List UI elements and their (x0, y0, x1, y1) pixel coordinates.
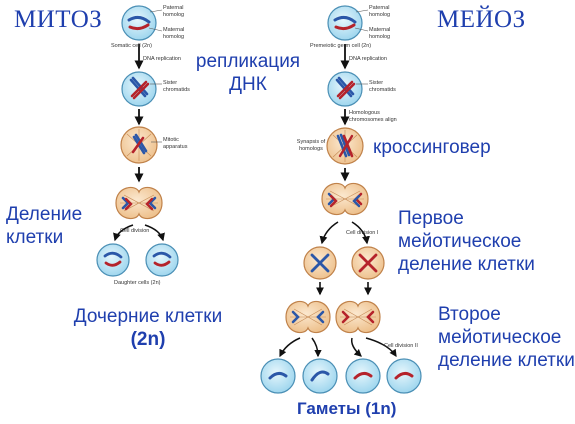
mitosis-stage-3-cell (120, 126, 162, 164)
meiosis-homologous-align-label: Homologous chromosomes align (349, 110, 397, 123)
meiosis-anaphase-1-cell (321, 182, 369, 216)
mitosis-daughter-cell-right (145, 243, 179, 277)
meiosis-anaphase-2-cell-left (285, 300, 331, 334)
mitosis-stage-2-cell (121, 71, 162, 107)
mitosis-paternal-label: Paternal homolog (163, 5, 185, 18)
mitosis-maternal-label: Maternal homolog (163, 27, 185, 40)
meiosis-stage-2-cell (327, 71, 368, 107)
meiosis-anaphase-2-cell-right (335, 300, 381, 334)
meiosis-division-1-cell-left (303, 246, 337, 280)
meiosis-synapsis-cell (326, 127, 364, 165)
second-division-line-1: Второе (438, 304, 501, 325)
meiosis-stage-1-cell (327, 5, 369, 41)
daughter-cells-line-2: (2n) (130, 329, 166, 350)
mitosis-sister-chromatids-label: Sister chromatids (163, 80, 190, 93)
daughter-cells-line-1: Дочерние клетки (73, 306, 223, 327)
mitosis-stage-4-cell (115, 186, 163, 220)
meiosis-premeiotic-label: Premeiotic germ cell (2n) (310, 43, 372, 49)
meiosis-cell-division-2-label: Cell division II (384, 343, 418, 349)
cell-division-line-1: Деление (6, 204, 83, 225)
gamete-cell-3 (345, 358, 381, 394)
mitosis-heading: МИТОЗ (14, 6, 103, 33)
gamete-cell-2 (302, 358, 338, 394)
mitosis-stage-1-cell (121, 5, 163, 41)
mitosis-cell-division-label: Cell division (120, 228, 150, 234)
second-meiotic-division-label: Второе мейотическое деление клетки (438, 303, 575, 372)
cell-division-label: Деление клетки (6, 203, 82, 249)
second-division-line-2: мейотическое (438, 327, 562, 348)
second-division-line-3: деление клетки (438, 350, 575, 371)
meiosis-heading: МЕЙОЗ (437, 6, 526, 33)
replication-line-1: репликация (195, 51, 301, 72)
first-division-line-1: Первое (398, 208, 464, 229)
gamete-cell-1 (260, 358, 296, 394)
mitosis-apparatus-label: Mitotic apparatus (163, 137, 188, 150)
replication-label: репликация ДНК (193, 50, 303, 96)
meiosis-paternal-label: Paternal homolog (369, 5, 391, 18)
first-division-line-2: мейотическое (398, 231, 522, 252)
crossingover-label: кроссинговер (373, 137, 491, 158)
first-division-line-3: деление клетки (398, 254, 535, 275)
mitosis-dna-replication-label: DNA replication (143, 56, 181, 62)
mitosis-daughter-cells-label: Daughter cells (2n) (114, 280, 161, 286)
daughter-cells-label: Дочерние клетки (2n) (58, 305, 238, 351)
meiosis-division-1-cell-right (351, 246, 385, 280)
meiosis-dna-replication-label: DNA replication (349, 56, 387, 62)
mitosis-somatic-cell-label: Somatic cell (2n) (111, 43, 152, 49)
meiosis-maternal-label: Maternal homolog (369, 27, 391, 40)
mitosis-daughter-cell-left (96, 243, 130, 277)
cell-division-line-2: клетки (6, 227, 64, 248)
gamete-cell-4 (386, 358, 422, 394)
meiosis-synapsis-label: Synapsis of homologs (296, 139, 326, 152)
gametes-label: Гаметы (1n) (297, 399, 397, 418)
replication-line-2: ДНК (229, 74, 267, 95)
first-meiotic-division-label: Первое мейотическое деление клетки (398, 207, 535, 276)
meiosis-sister-chromatids-label: Sister chromatids (369, 80, 396, 93)
meiosis-cell-division-1-label: Cell division I (346, 230, 379, 236)
